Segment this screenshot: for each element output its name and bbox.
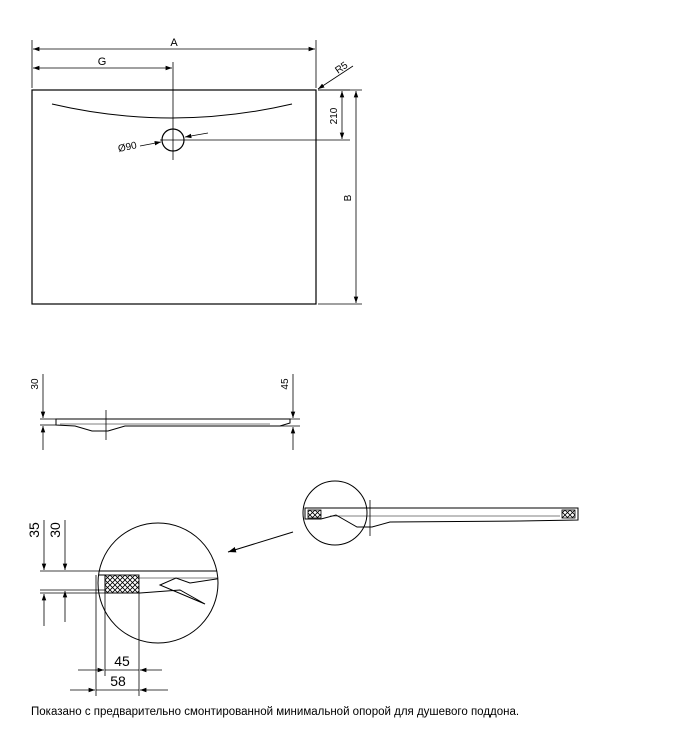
side-view	[40, 374, 300, 450]
dim-b-label: B	[343, 194, 354, 201]
detail-dim-30-label: 30	[47, 522, 63, 538]
detail-view	[40, 520, 219, 696]
top-view	[31, 40, 362, 305]
detail-dim-58-label: 58	[110, 673, 126, 689]
dim-drain-label: Ø90	[117, 140, 138, 155]
caption-text: Показано с предварительно смонтированной…	[31, 706, 520, 718]
section-detail-circle	[302, 480, 368, 546]
section-view	[302, 480, 579, 546]
detail-circle	[97, 522, 219, 644]
dim-a-label: A	[170, 37, 178, 49]
detail-support-foot	[104, 574, 140, 594]
tray-side-profile	[55, 418, 291, 432]
dim-r5-leader	[317, 65, 354, 90]
dim-g-label: G	[98, 56, 107, 68]
tray-slope-curve	[51, 103, 293, 119]
detail-dim-45-label: 45	[114, 653, 130, 669]
dim-drain-arrow-right	[184, 132, 209, 139]
section-tray-profile	[304, 507, 579, 528]
side-dim-45-label: 45	[280, 378, 291, 390]
detail-dim-35-label: 35	[26, 522, 42, 538]
tray-outline	[31, 89, 317, 305]
dim-drain-arrow-left	[139, 140, 162, 147]
side-dim-30-label: 30	[30, 378, 41, 390]
detail-pointer-arrow	[227, 531, 294, 553]
dim-r5-label: R5	[333, 60, 350, 77]
dim-210-label: 210	[329, 107, 340, 124]
